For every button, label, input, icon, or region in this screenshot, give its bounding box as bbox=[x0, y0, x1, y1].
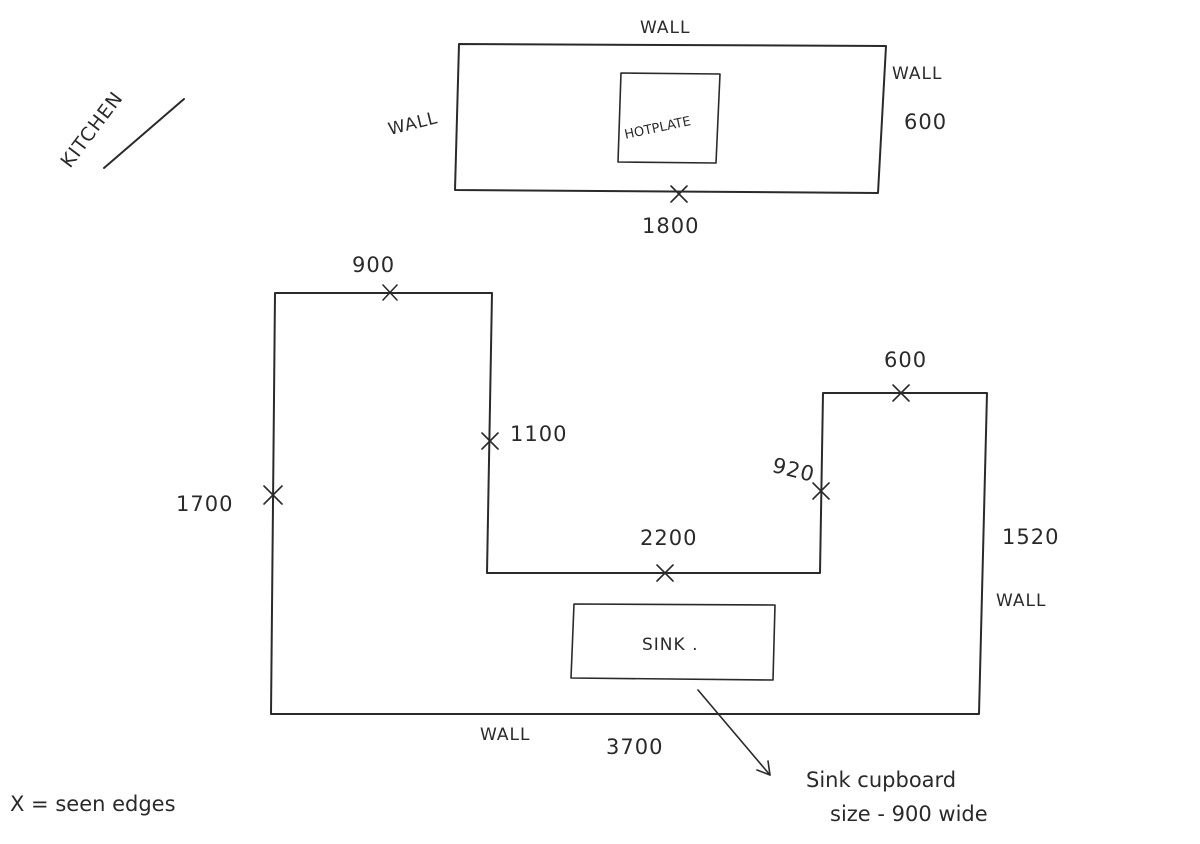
left-inner-length-label: 1100 bbox=[510, 422, 568, 446]
sink-cupboard-note-line1: Sink cupboard bbox=[806, 768, 957, 792]
legend-seen-edges: X = seen edges bbox=[10, 792, 176, 816]
sink-outline bbox=[570, 603, 776, 681]
x-mark-icon bbox=[481, 432, 499, 450]
x-mark-icon bbox=[812, 482, 830, 500]
left-top-width-label: 900 bbox=[352, 253, 396, 277]
hotplate-outline bbox=[617, 72, 721, 164]
x-mark-icon bbox=[670, 185, 688, 203]
top-bench-depth-label: 600 bbox=[904, 110, 948, 134]
right-outer-length-label: 1520 bbox=[1002, 525, 1060, 549]
x-mark-icon bbox=[263, 485, 283, 505]
top-bench-wall-top-label: WALL bbox=[640, 18, 691, 38]
top-bench-length-label: 1800 bbox=[642, 214, 700, 238]
x-mark-icon bbox=[656, 564, 674, 582]
sink-label: SINK . bbox=[642, 635, 699, 655]
right-top-width-label: 600 bbox=[884, 348, 928, 372]
top-bench-wall-right-label: WALL bbox=[892, 64, 943, 84]
title-underline bbox=[103, 98, 185, 169]
u-bench-wall-right-label: WALL bbox=[996, 591, 1047, 611]
sink-cupboard-note-line2: size - 900 wide bbox=[830, 802, 988, 826]
x-mark-icon bbox=[892, 384, 910, 402]
u-bench-wall-bottom-label: WALL bbox=[480, 725, 531, 745]
u-bench-outline bbox=[270, 292, 988, 715]
arrow-icon bbox=[697, 689, 771, 776]
back-inner-length-label: 2200 bbox=[640, 526, 698, 550]
left-outer-length-label: 1700 bbox=[176, 492, 234, 516]
back-length-label: 3700 bbox=[606, 735, 664, 759]
top-bench-outline bbox=[454, 43, 887, 194]
x-mark-icon bbox=[382, 284, 398, 301]
